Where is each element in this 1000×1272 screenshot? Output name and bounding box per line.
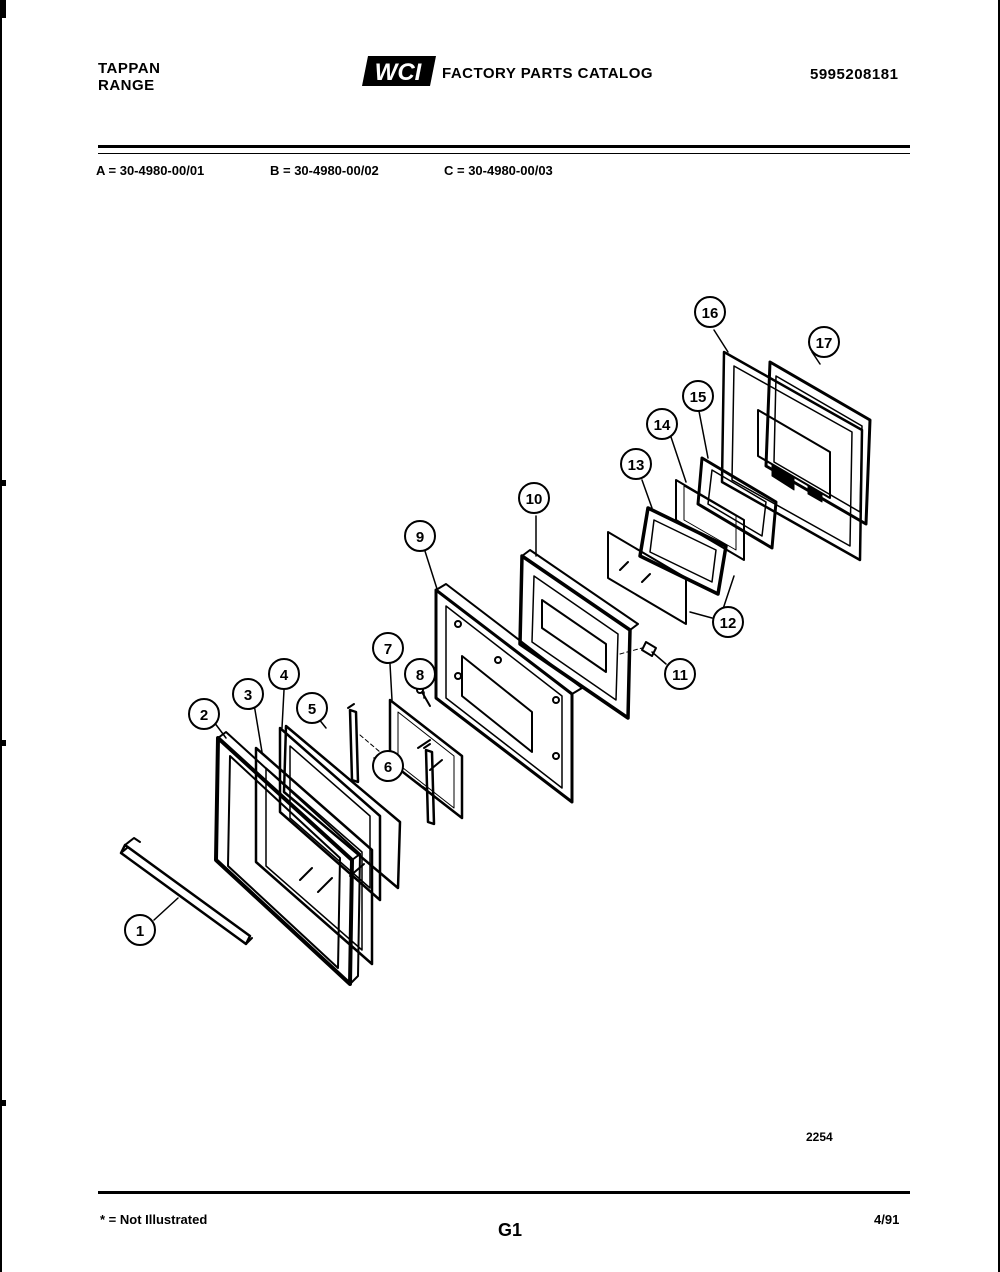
callout-14: 14 [646,408,678,440]
callout-3: 3 [232,678,264,710]
callout-15-label: 15 [690,389,707,406]
callout-8-label: 8 [416,667,424,684]
footer-date: 4/91 [874,1212,900,1227]
wci-logo: WCI [362,54,438,88]
callout-5: 5 [296,692,328,724]
callout-17-label: 17 [816,335,833,352]
callout-7: 7 [372,632,404,664]
brand-line-2: RANGE [98,77,155,94]
scan-edge-line-right [998,0,1000,1272]
callout-4-label: 4 [280,667,289,684]
callout-13-label: 13 [628,457,645,474]
footer-rule [98,1191,910,1194]
callout-14-label: 14 [654,417,671,434]
part-2-outer-door [214,731,361,986]
brand-line-1: TAPPAN [98,60,161,77]
logo-text: WCI [375,59,423,86]
callout-11-label: 11 [672,667,688,684]
part-1-handle [119,837,253,946]
part-9-inner-door [434,583,583,804]
callout-5-label: 5 [308,701,316,718]
callout-8: 8 [404,658,436,690]
callout-12: 12 [712,606,744,638]
part-16-liner-gasket [720,350,864,562]
model-a: A = 30-4980-00/01 [96,163,205,178]
scan-edge-mark [0,0,6,18]
model-b: B = 30-4980-00/02 [270,163,379,178]
scan-edge-mark [0,480,6,486]
callout-9: 9 [404,520,436,552]
catalog-title: FACTORY PARTS CATALOG [442,65,654,82]
callout-4: 4 [268,658,300,690]
callout-2-label: 2 [200,707,208,724]
callout-16: 16 [694,296,726,328]
leader-lines [153,329,821,921]
scan-edge-line [0,0,2,1272]
part-7-small-pane [388,698,464,820]
callout-9-label: 9 [416,529,424,546]
part-11-clip [619,641,657,657]
callout-1: 1 [124,914,156,946]
part-10-window-frame [518,549,639,720]
callout-17: 17 [808,326,840,358]
scan-edge-mark [0,1100,6,1106]
catalog-number: 5995208181 [810,66,899,83]
part-14-seal [675,479,745,561]
callout-15: 15 [682,380,714,412]
part-3-glass-panel [254,746,374,966]
header-rule-thin [98,153,910,154]
scan-edge-mark [0,740,6,746]
callout-7-label: 7 [384,641,392,658]
header-rule [98,145,910,148]
model-c: C = 30-4980-00/03 [444,163,553,178]
part-4-window-panel [278,726,382,902]
callout-12-label: 12 [720,615,737,632]
part-5-inner-glass [282,724,402,890]
callout-3-label: 3 [244,687,252,704]
callout-6: 6 [372,750,404,782]
footer-note: * = Not Illustrated [100,1212,208,1227]
callout-10-label: 10 [526,491,543,508]
wci-logo-graphic: WCI [362,56,436,86]
callout-6-label: 6 [384,759,392,776]
callout-13: 13 [620,448,652,480]
callout-10: 10 [518,482,550,514]
drawing-number: 2254 [806,1130,833,1144]
callout-1-label: 1 [136,923,144,940]
callout-group: 1 2 3 4 5 6 7 8 [124,296,840,946]
part-15-liner-frame [696,456,778,550]
callout-11: 11 [664,658,696,690]
part-13-window-gasket [638,506,728,596]
part-17-inner-liner [757,360,872,526]
callout-16-label: 16 [702,305,719,322]
page-id: G1 [498,1220,523,1240]
brand-name: TAPPAN RANGE [98,60,160,94]
part-12-glass [607,531,687,625]
callout-2: 2 [188,698,220,730]
